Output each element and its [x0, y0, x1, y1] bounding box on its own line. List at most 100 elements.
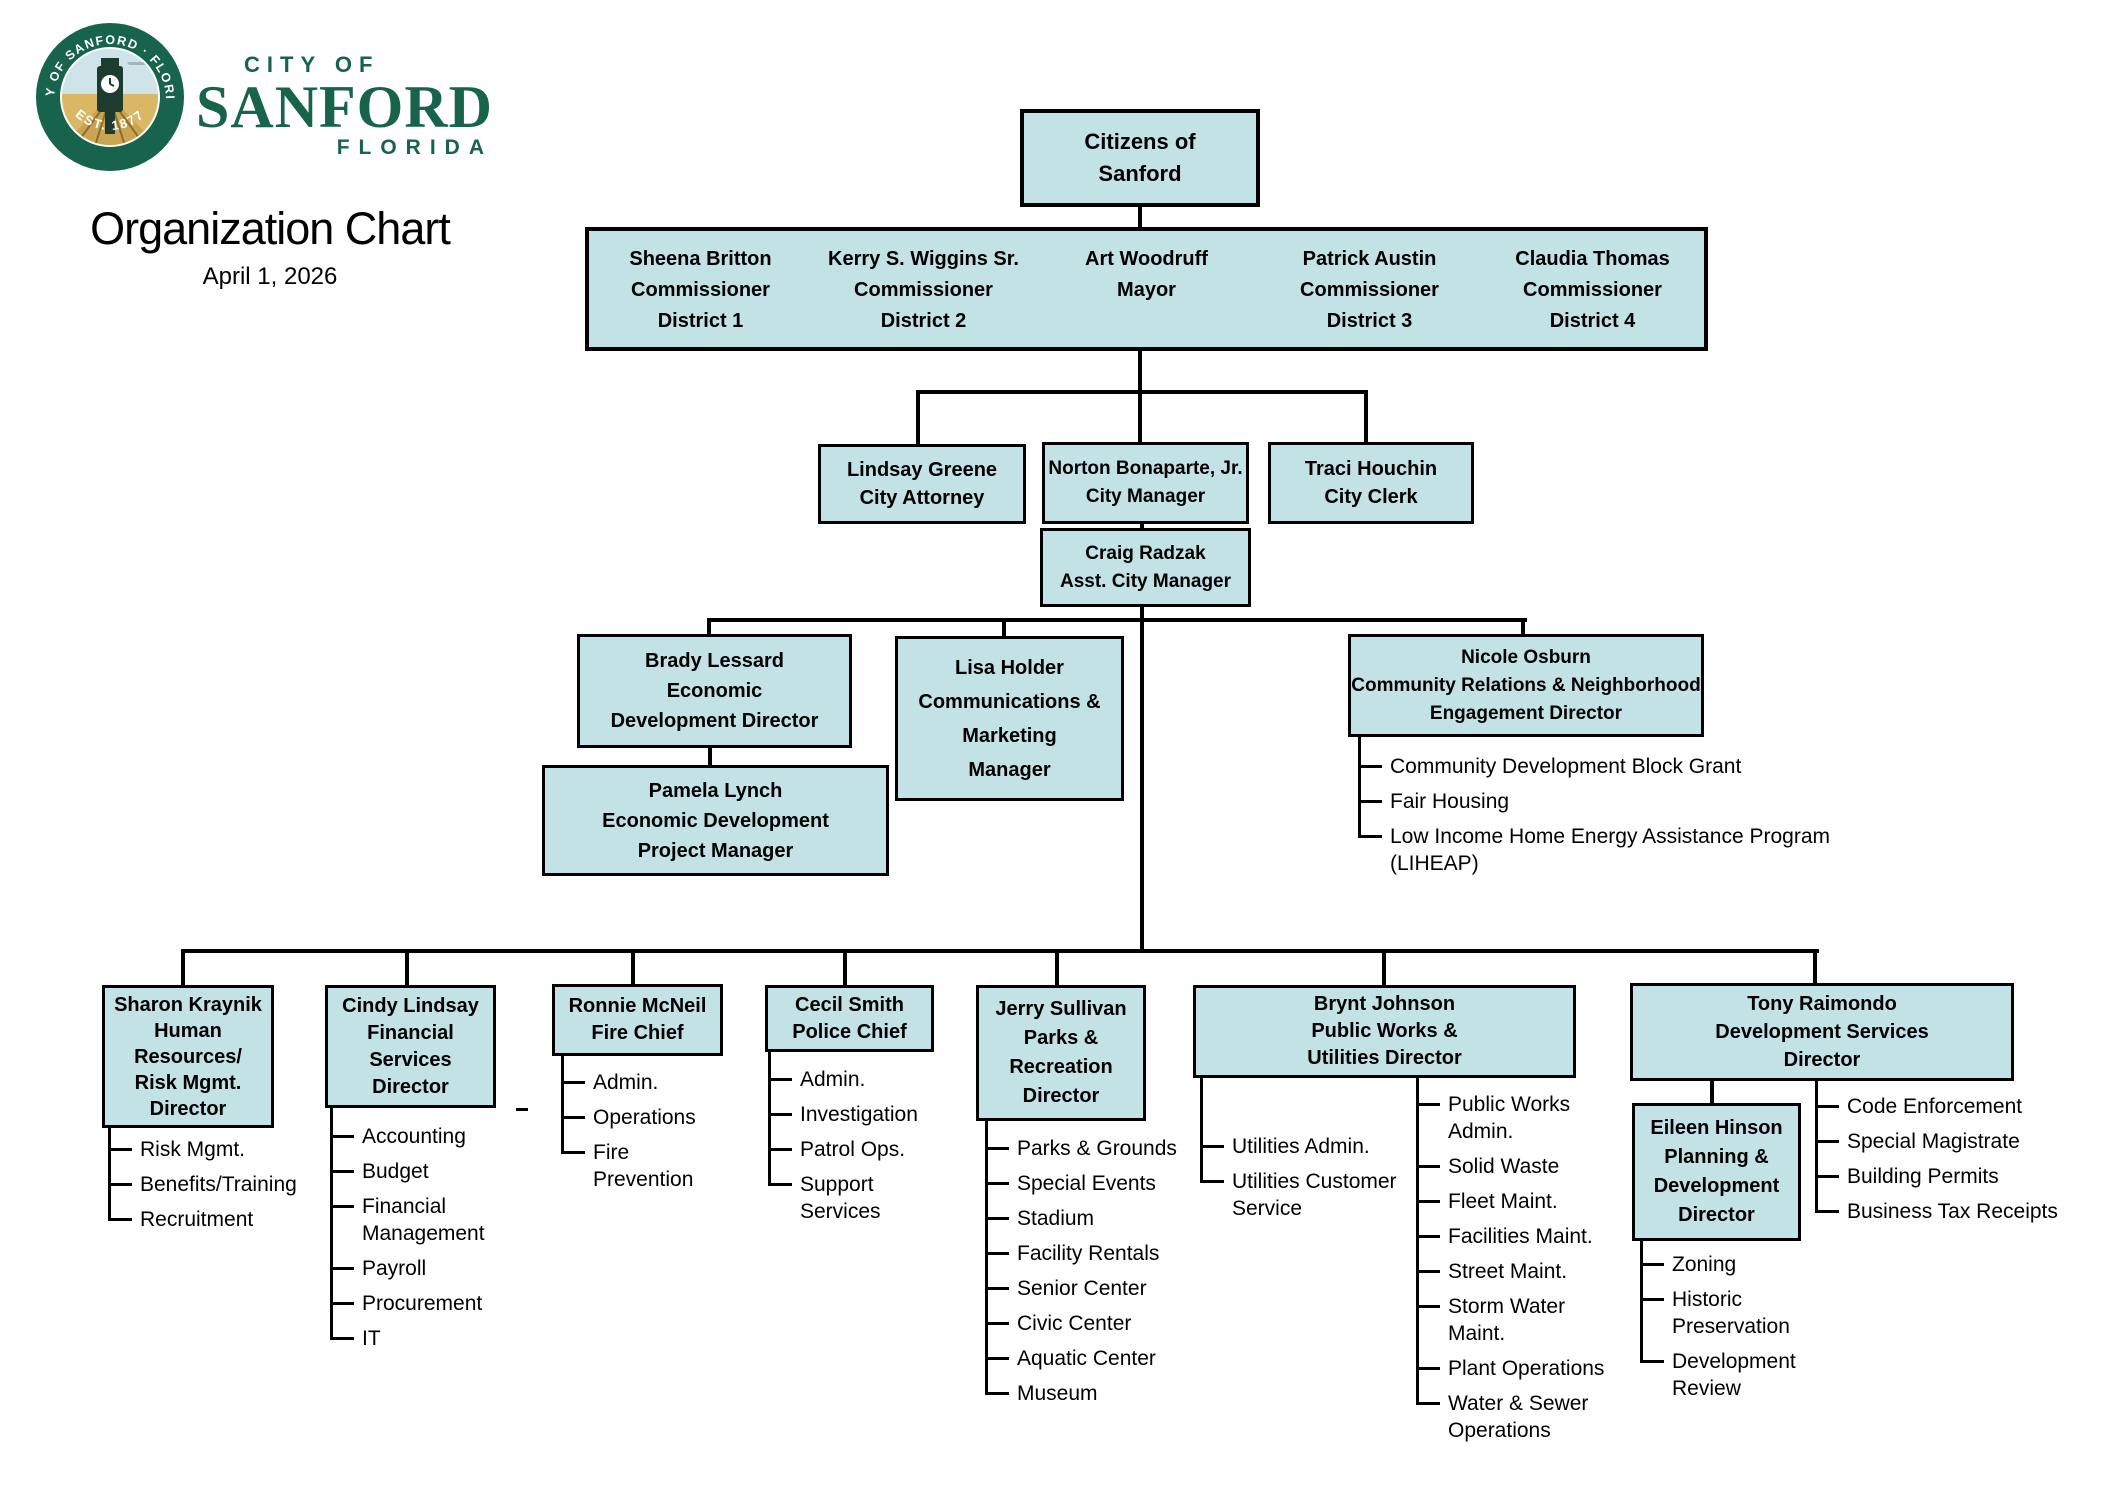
list-item: Water & Sewer Operations — [1416, 1390, 1616, 1444]
list-item-label: Facilities Maint. — [1448, 1225, 1593, 1248]
org-box-development-services: Tony Raimondo Development Services Direc… — [1630, 983, 2014, 1081]
list-item: Procurement — [330, 1290, 560, 1317]
connector-tick — [330, 1267, 354, 1270]
connector-line — [1138, 392, 1142, 442]
connector-line — [843, 951, 847, 985]
list-item: Stadium — [985, 1205, 1215, 1232]
list-item-label: Utilities Admin. — [1232, 1135, 1370, 1158]
list-item: Zoning — [1640, 1251, 1820, 1278]
list-item: Fleet Maint. — [1416, 1188, 1616, 1215]
list-item: Accounting — [330, 1123, 560, 1150]
list-item: Admin. — [561, 1069, 751, 1096]
connector-tick — [1815, 1105, 1839, 1108]
list-item: Development Review — [1640, 1348, 1820, 1402]
org-box-financial-services: Cindy Lindsay Financial Services Directo… — [325, 985, 496, 1108]
connector-tick — [108, 1148, 132, 1151]
connector-line — [1813, 951, 1817, 983]
list-item-label: Civic Center — [1017, 1312, 1132, 1335]
list-item-label: Support Services — [800, 1173, 881, 1223]
org-box-police-chief: Cecil Smith Police Chief — [765, 985, 934, 1052]
list-item-label: Senior Center — [1017, 1277, 1147, 1300]
list-rail — [330, 1102, 333, 1339]
org-box-fire-chief: Ronnie McNeil Fire Chief — [552, 984, 723, 1056]
connector-tick — [985, 1357, 1009, 1360]
org-box-planning-development: Eileen Hinson Planning & Development Dir… — [1632, 1103, 1801, 1241]
connector-line — [1138, 199, 1142, 227]
list-item: Parks & Grounds — [985, 1135, 1215, 1162]
list-item: Support Services — [768, 1171, 968, 1225]
org-box-communications-marketing: Lisa Holder Communications & Marketing M… — [895, 636, 1124, 801]
list-item-label: Accounting — [362, 1125, 466, 1148]
org-box-city-clerk: Traci Houchin City Clerk — [1268, 442, 1474, 524]
connector-line — [707, 618, 1527, 622]
connector-tick — [1416, 1235, 1440, 1238]
list-item: Patrol Ops. — [768, 1136, 968, 1163]
wordmark-city-of: CITY OF — [244, 52, 380, 77]
list-item: Building Permits — [1815, 1163, 2095, 1190]
connector-tick — [985, 1322, 1009, 1325]
list-item-label: Utilities Customer Service — [1232, 1170, 1397, 1220]
connector-tick — [330, 1135, 354, 1138]
connector-line — [1364, 392, 1368, 442]
commissioner-district-1: Sheena Britton Commissioner District 1 — [629, 248, 772, 332]
list-item-label: IT — [362, 1327, 381, 1350]
list-item-label: Budget — [362, 1160, 429, 1183]
list-item: Recruitment — [108, 1206, 368, 1233]
list-item-label: Payroll — [362, 1257, 427, 1280]
connector-tick — [561, 1116, 585, 1119]
list-item-label: Risk Mgmt. — [140, 1138, 245, 1161]
list-item-label: Historic Preservation — [1672, 1288, 1790, 1338]
connector-tick — [330, 1170, 354, 1173]
connector-tick — [985, 1147, 1009, 1150]
connector-line — [181, 949, 1819, 953]
stray-dash-artifact — [516, 1108, 528, 1111]
list-item: Investigation — [768, 1101, 968, 1128]
connector-tick — [1815, 1210, 1839, 1213]
list-item: Storm Water Maint. — [1416, 1293, 1616, 1347]
list-item-label: Fire Prevention — [593, 1141, 694, 1191]
org-box-citizens: Citizens of Sanford — [1020, 109, 1260, 207]
list-item: Risk Mgmt. — [108, 1136, 368, 1163]
mayor: Art Woodruff Mayor — [1085, 248, 1208, 301]
list-item-label: Solid Waste — [1448, 1155, 1560, 1178]
list-item-label: Plant Operations — [1448, 1357, 1605, 1380]
connector-tick — [1416, 1402, 1440, 1405]
org-box-economic-development: Brady Lessard Economic Development Direc… — [577, 634, 852, 748]
list-item-label: Facility Rentals — [1017, 1242, 1160, 1265]
connector-tick — [768, 1183, 792, 1186]
connector-tick — [1640, 1360, 1664, 1363]
connector-tick — [330, 1302, 354, 1305]
list-item-label: Financial Management — [362, 1195, 485, 1245]
connector-tick — [1416, 1367, 1440, 1370]
list-item: Fair Housing — [1358, 788, 1918, 815]
connector-line — [1055, 951, 1059, 985]
connector-tick — [1640, 1263, 1664, 1266]
connector-line — [916, 392, 920, 444]
connector-tick — [108, 1218, 132, 1221]
list-item-label: Admin. — [593, 1071, 659, 1094]
list-item-label: Investigation — [800, 1103, 918, 1126]
list-item: Historic Preservation — [1640, 1286, 1820, 1340]
connector-tick — [561, 1151, 585, 1154]
connector-line — [181, 951, 185, 985]
list-item: Special Events — [985, 1170, 1215, 1197]
connector-tick — [108, 1183, 132, 1186]
list-item: Special Magistrate — [1815, 1128, 2095, 1155]
list-item: Low Income Home Energy Assistance Progra… — [1358, 823, 1918, 877]
org-box-parks-recreation: Jerry Sullivan Parks & Recreation Direct… — [976, 985, 1146, 1121]
list-item: Plant Operations — [1416, 1355, 1616, 1382]
page-title: Organization Chart — [90, 203, 451, 254]
list-item: Solid Waste — [1416, 1153, 1616, 1180]
commissioner-district-2: Kerry S. Wiggins Sr. Commissioner Distri… — [828, 248, 1019, 332]
list-item: Operations — [561, 1104, 751, 1131]
city-seal-logo: CITY OF SANFORD · FLORIDA EST. 1877 — [35, 22, 184, 171]
list-item: Aquatic Center — [985, 1345, 1215, 1372]
list-utilities: Utilities Admin. Utilities Customer Servi… — [1200, 1133, 1430, 1230]
list-item: Admin. — [768, 1066, 968, 1093]
connector-tick — [1416, 1270, 1440, 1273]
